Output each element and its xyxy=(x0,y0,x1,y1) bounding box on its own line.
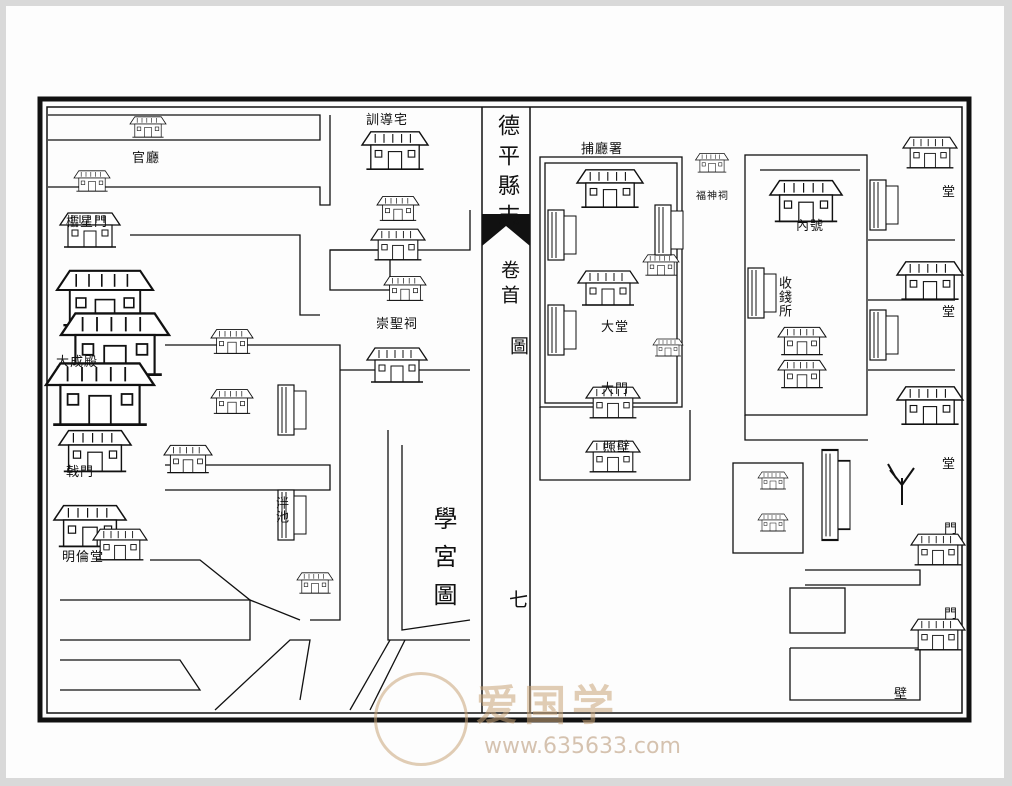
outer-frame xyxy=(37,96,972,723)
book-title: 德平縣志 xyxy=(494,114,519,234)
left-page-buildings xyxy=(44,116,429,594)
right-page-buildings xyxy=(547,136,966,651)
label-zhaobi: 照壁 xyxy=(603,440,632,455)
label-bi: 壁 xyxy=(894,687,909,702)
page-number: 七 xyxy=(509,589,535,611)
map-title: 學宮圖 xyxy=(429,506,457,620)
label-tang-1: 堂 xyxy=(942,185,957,200)
inner-frame xyxy=(46,106,963,714)
watermark-scholar-icon xyxy=(374,672,468,766)
watermark: 爱国学 www.635633.com xyxy=(366,668,681,768)
right-page-walls xyxy=(539,154,955,701)
watermark-logo-text: 爱国学 xyxy=(476,681,621,730)
label-pan: 泮池 xyxy=(273,496,288,524)
label-minglun: 明倫堂 xyxy=(62,550,105,565)
scanned-page: 德平縣志 卷首 圖 七 學宮圖 官廳 訓導宅 崇聖祠 大成殿 戟門 櫺星門 明倫… xyxy=(6,6,1004,778)
label-datang: 大堂 xyxy=(601,320,630,335)
tree-icon xyxy=(887,463,915,505)
label-dacheng: 大成殿 xyxy=(56,355,99,370)
label-ji: 戟門 xyxy=(66,465,95,480)
book-category: 圖 xyxy=(507,336,529,361)
label-tang-3: 堂 xyxy=(942,457,957,472)
book-section: 卷首 xyxy=(498,260,520,310)
fish-tail-mark xyxy=(482,214,530,246)
label-chongsheng: 崇聖祠 xyxy=(376,317,419,332)
label-men-1: 門 xyxy=(944,522,959,537)
label-men-2: 門 xyxy=(944,607,959,622)
label-damen: 大門 xyxy=(601,382,630,397)
watermark-url: www.635633.com xyxy=(484,734,681,759)
label-tang-2: 堂 xyxy=(942,305,957,320)
label-lingxing: 櫺星門 xyxy=(66,215,109,230)
label-neihao: 內號 xyxy=(796,219,825,234)
label-guanting: 官廳 xyxy=(132,151,161,166)
label-fushen: 福神祠 xyxy=(696,191,729,202)
label-buting: 捕廳署 xyxy=(581,142,624,157)
map-drawing xyxy=(37,96,972,723)
label-shouqian: 收錢所 xyxy=(776,276,791,318)
left-page-walls xyxy=(48,114,471,711)
label-xundao: 訓導宅 xyxy=(366,113,409,128)
